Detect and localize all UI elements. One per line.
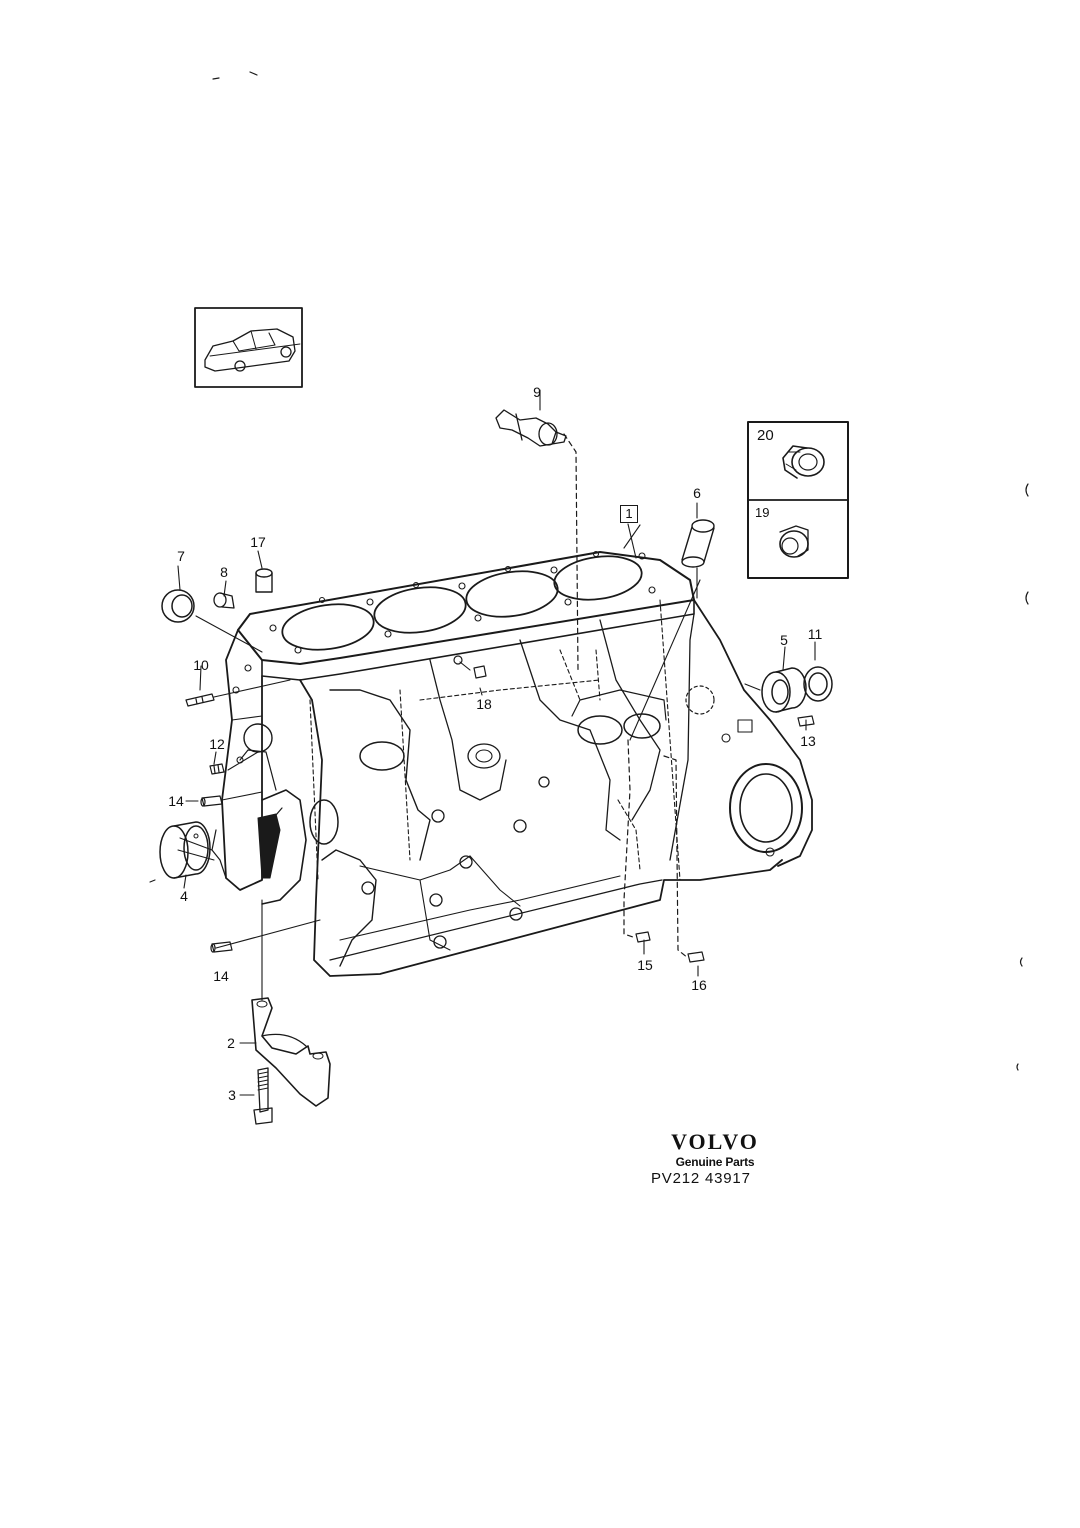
car-thumbnail-icon bbox=[194, 307, 303, 388]
part-10-stud bbox=[185, 693, 215, 707]
part-14-dowel-upper bbox=[200, 795, 223, 807]
assembly-lines bbox=[563, 433, 689, 959]
engine-block-drawing bbox=[211, 550, 813, 977]
part-9-sensor bbox=[495, 409, 567, 447]
part-3-bolt bbox=[253, 1067, 273, 1125]
plug-19-icon bbox=[779, 525, 809, 558]
part-11-ring bbox=[803, 666, 833, 702]
callout-13: 13 bbox=[800, 733, 816, 749]
scan-marks bbox=[212, 71, 1029, 1071]
inset-plugs-box bbox=[747, 421, 849, 579]
plug-20-icon bbox=[782, 445, 825, 479]
callout-10: 10 bbox=[193, 657, 209, 673]
part-16-dowel bbox=[687, 951, 705, 963]
part-8-plug bbox=[213, 592, 235, 609]
callout-2: 2 bbox=[227, 1035, 235, 1051]
part-5-seal bbox=[761, 667, 807, 713]
callout-3: 3 bbox=[228, 1087, 236, 1103]
callout-14-lower: 14 bbox=[213, 968, 229, 984]
callout-14-upper: 14 bbox=[168, 793, 184, 809]
brand-block: VOLVO Genuine Parts bbox=[640, 1130, 790, 1170]
callout-5: 5 bbox=[780, 632, 788, 648]
callout-8: 8 bbox=[220, 564, 228, 580]
leader-lines bbox=[149, 389, 816, 1096]
brand-subtitle: Genuine Parts bbox=[675, 1155, 755, 1169]
callout-6: 6 bbox=[693, 485, 701, 501]
callout-1: 1 bbox=[625, 506, 633, 521]
part-2-bearing-cap bbox=[251, 997, 331, 1107]
callout-18: 18 bbox=[476, 696, 492, 712]
callout-19: 19 bbox=[755, 505, 770, 520]
callout-1-box: 1 bbox=[620, 505, 638, 523]
part-number: PV212 43917 bbox=[651, 1170, 751, 1187]
part-6-tube bbox=[681, 519, 715, 568]
callout-16: 16 bbox=[691, 977, 707, 993]
callout-12: 12 bbox=[209, 736, 225, 752]
part-4-seal bbox=[159, 821, 211, 879]
callout-9: 9 bbox=[533, 384, 541, 400]
callout-7: 7 bbox=[177, 548, 185, 564]
part-14-dowel-lower bbox=[210, 941, 233, 953]
callout-15: 15 bbox=[637, 957, 653, 973]
callout-20: 20 bbox=[757, 427, 774, 444]
part-12-setscrew bbox=[209, 763, 225, 775]
part-13-dowel bbox=[797, 715, 815, 727]
callout-17: 17 bbox=[250, 534, 266, 550]
part-17-bushing bbox=[255, 568, 273, 593]
part-7-seal bbox=[161, 589, 195, 623]
part-18-plug bbox=[453, 655, 487, 679]
part-15-dowel bbox=[635, 931, 651, 943]
volvo-logo: VOLVO bbox=[671, 1129, 759, 1154]
callout-11: 11 bbox=[807, 626, 823, 642]
callout-4: 4 bbox=[180, 888, 188, 904]
